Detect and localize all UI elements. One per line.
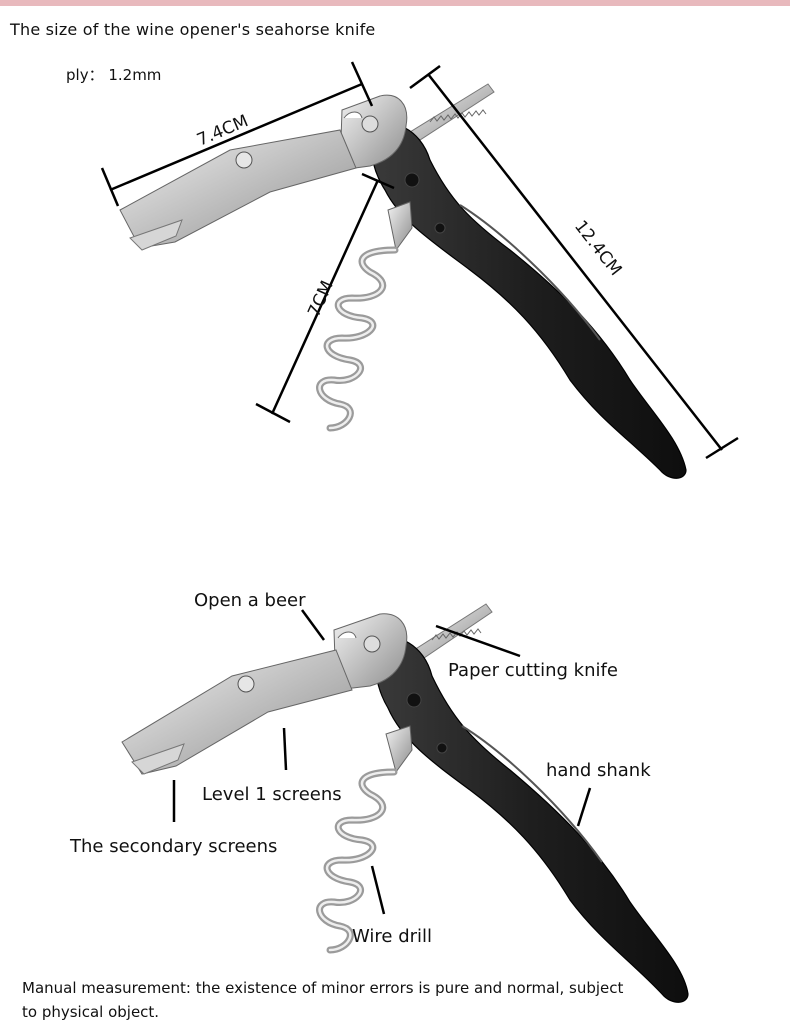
callout-leaders (172, 609, 592, 915)
label-open-beer: Open a beer (194, 590, 306, 611)
ply-label: ply： 1.2mm (66, 66, 162, 84)
corkscrew-top (119, 83, 687, 479)
label-level1-screens: Level 1 screens (202, 784, 342, 805)
handle-top (370, 122, 687, 479)
dim-top-label: 7.4CM (194, 111, 251, 150)
measurement-note: Manual measurement: the existence of min… (22, 979, 624, 1021)
label-wire-drill: Wire drill (352, 926, 432, 947)
page-title: The size of the wine opener's seahorse k… (10, 20, 376, 39)
corkscrew-bottom (121, 603, 689, 1003)
label-secondary-screens: The secondary screens (69, 836, 277, 857)
label-hand-shank: hand shank (546, 760, 651, 781)
dim-screw-label: 7CM (304, 278, 337, 320)
handle-bottom (374, 637, 689, 1003)
top-accent-bar (0, 0, 790, 6)
dimension-lines (100, 61, 739, 460)
dim-handle-label: 12.4CM (570, 217, 625, 280)
label-paper-knife: Paper cutting knife (448, 660, 618, 681)
